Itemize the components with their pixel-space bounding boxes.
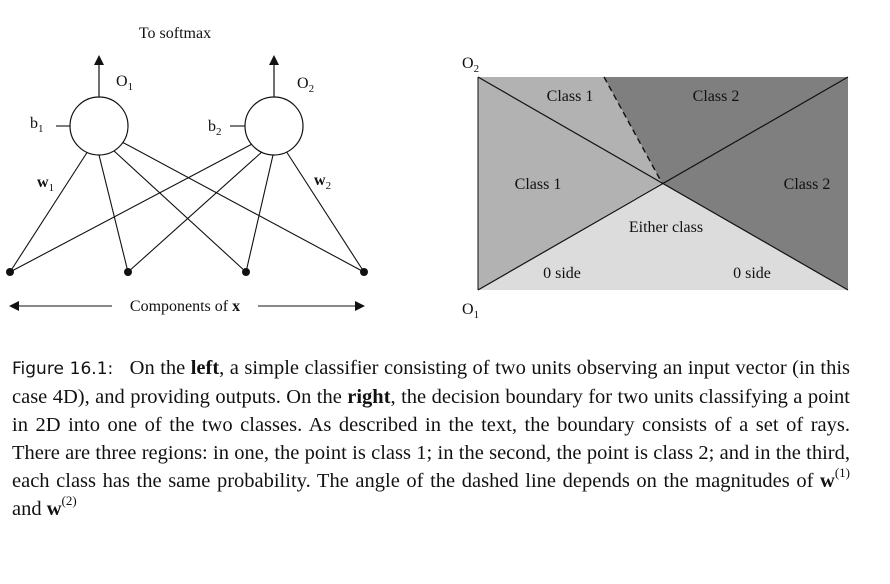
- unit-1-node: [69, 96, 129, 156]
- output-2-label: O2: [297, 75, 314, 95]
- input-node: [6, 268, 14, 276]
- class-1-left-label: Class 1: [515, 176, 562, 193]
- dashed-boundary: [603, 76, 663, 184]
- class-1-region: [478, 77, 662, 290]
- caption-superscript: (2): [61, 493, 77, 509]
- input-node: [360, 268, 368, 276]
- boundary-line-ascending: [477, 76, 849, 291]
- caption-superscript: (1): [834, 465, 850, 481]
- caption-text: , the decision boundary for two units cl…: [12, 386, 850, 492]
- class-2-region: [604, 77, 848, 290]
- weight-connections: [9, 141, 365, 273]
- figure-number: Figure 16.1:: [12, 359, 114, 379]
- either-class-label: Either class: [629, 219, 703, 236]
- output-1-label: O1: [116, 73, 133, 93]
- input-node: [124, 268, 132, 276]
- figure-graphic: To softmax O1 O2 b1 b2 w1 w2 Components …: [6, 25, 849, 321]
- class-2-top-label: Class 2: [693, 88, 740, 105]
- caption-text: On the: [129, 357, 191, 379]
- network-diagram: To softmax O1 O2 b1 b2 w1 w2 Components …: [6, 25, 368, 315]
- decision-region-diagram: O2 O1 Class 1 Class 2 Class 1 Class 2 Ei…: [462, 55, 849, 321]
- either-class-region: [478, 183, 848, 290]
- weight-2-label: w2: [314, 172, 331, 192]
- caption-text: , a simple classifier consisting of two …: [12, 357, 850, 408]
- weight-1-label: w1: [37, 174, 54, 194]
- caption-right-word: right: [347, 386, 391, 408]
- components-label: Components of x: [130, 298, 240, 315]
- zero-side-left-label: 0 side: [543, 265, 581, 282]
- zero-side-right-label: 0 side: [733, 265, 771, 282]
- caption-left-word: left: [190, 357, 220, 379]
- o1-axis-label: O1: [462, 301, 479, 321]
- class-1-top-label: Class 1: [547, 88, 594, 105]
- class-2-right-label: Class 2: [784, 176, 831, 193]
- bias-2-label: b2: [208, 118, 222, 138]
- caption-w-variable: w: [46, 498, 62, 520]
- to-softmax-label: To softmax: [139, 25, 211, 42]
- caption-text: and: [12, 498, 47, 520]
- o2-axis-label: O2: [462, 55, 479, 75]
- figure-caption: Figure 16.1: On the left, a simple class…: [12, 354, 850, 523]
- unit-2-node: [244, 96, 304, 156]
- input-node: [242, 268, 250, 276]
- bias-1-label: b1: [30, 115, 44, 135]
- caption-w-variable: w: [820, 470, 835, 492]
